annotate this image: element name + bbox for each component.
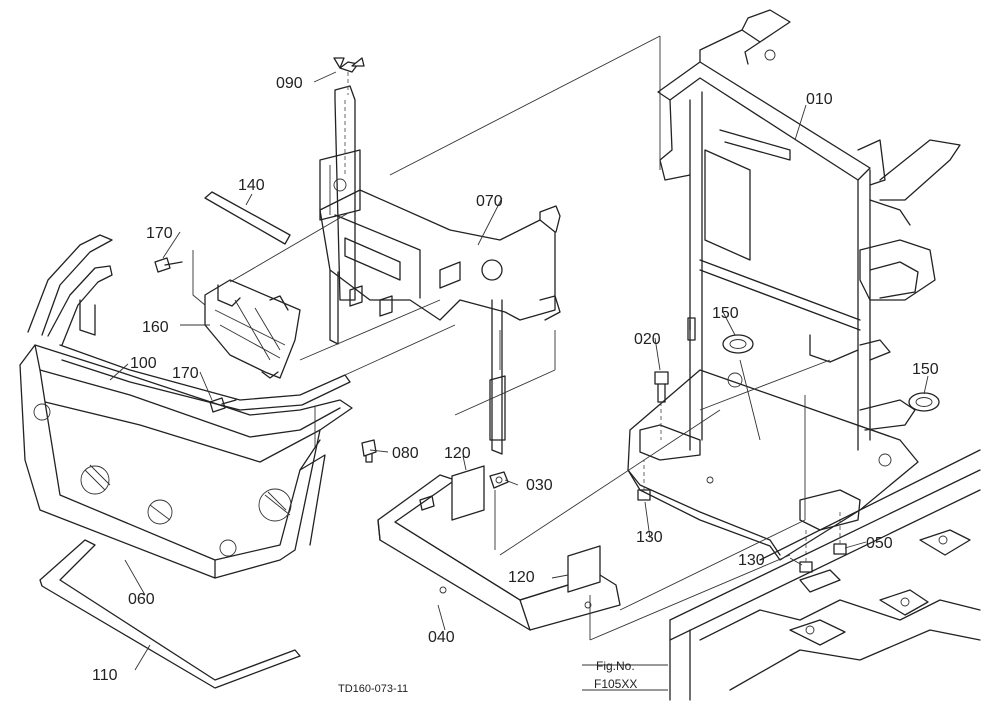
chassis [669,449,981,701]
mesh-160 [204,279,301,379]
callout-040: 040 [428,629,455,646]
callout-150-right: 150 [912,361,939,378]
bracket-070 [319,85,561,455]
callout-070: 070 [476,193,503,210]
callout-020: 020 [634,331,661,348]
callout-130-right: 130 [738,552,765,569]
callout-010: 010 [806,91,833,108]
fig-no-label: Fig.No. [596,659,635,673]
callout-050: 050 [866,535,893,552]
callout-030: 030 [526,477,553,494]
callout-080: 080 [392,445,419,462]
pad-120-upper [451,465,485,521]
callout-120-lower: 120 [508,569,535,586]
screw-080 [361,439,377,463]
bolt-170-upper [154,257,183,273]
washer-150-left [722,334,754,354]
callout-060: 060 [128,591,155,608]
nut-030 [489,471,509,489]
frame-010 [657,9,961,451]
callout-leaders [109,71,929,671]
fig-no-value: F105XX [594,677,637,691]
callout-170-lower: 170 [172,365,199,382]
callout-090: 090 [276,75,303,92]
washer-150-right [908,392,940,412]
trim-upper [27,234,351,411]
wing-nut-090 [333,57,365,95]
base-plate [627,369,919,561]
callout-140: 140 [238,177,265,194]
nose-100 [19,344,353,579]
strip-140 [204,191,291,245]
seal-110 [39,539,301,689]
drawing-code: TD160-073-11 [338,683,408,695]
callout-150-left: 150 [712,305,739,322]
bolt-050 [833,510,847,555]
pad-120-lower [567,545,601,593]
bolt-130-left [637,460,651,501]
leader-lines [192,35,831,691]
callout-170-upper: 170 [146,225,173,242]
callout-160: 160 [142,319,169,336]
callout-120-upper: 120 [444,445,471,462]
bolt-170-lower [209,397,237,413]
callout-130-left: 130 [636,529,663,546]
callout-100: 100 [130,355,157,372]
callout-110: 110 [92,667,118,684]
bolt-020 [654,371,669,440]
